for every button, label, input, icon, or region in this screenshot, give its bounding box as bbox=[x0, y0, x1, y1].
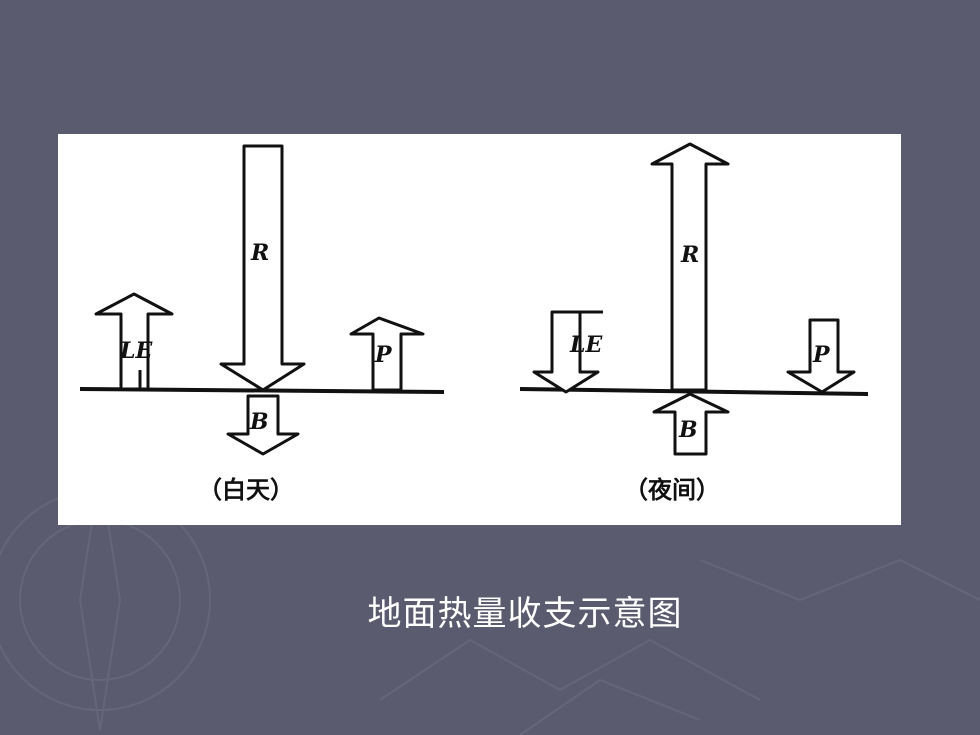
night-b-label: B bbox=[678, 417, 698, 443]
night-caption: （夜间） bbox=[624, 476, 720, 504]
heat-budget-figure: R LE P B （白天） R LE P B （夜间） bbox=[58, 134, 901, 525]
night-r-label: R bbox=[680, 242, 699, 268]
day-caption: （白天） bbox=[198, 476, 294, 504]
day-panel bbox=[79, 144, 445, 456]
night-b-arrow bbox=[652, 392, 730, 456]
day-p-arrow bbox=[349, 316, 425, 392]
night-p-arrow bbox=[786, 318, 856, 394]
heat-budget-diagram: R LE P B （白天） R LE P B （夜间） bbox=[79, 142, 869, 504]
day-r-label: R bbox=[250, 240, 269, 266]
day-le-label: LE bbox=[119, 338, 153, 364]
day-b-label: B bbox=[249, 409, 269, 435]
night-le-arrow bbox=[532, 310, 600, 394]
night-r-arrow bbox=[650, 142, 730, 392]
slide-caption: 地面热量收支示意图 bbox=[367, 594, 683, 634]
day-r-arrow bbox=[219, 144, 306, 392]
night-panel bbox=[519, 142, 869, 456]
night-le-label: LE bbox=[569, 332, 603, 358]
night-p-label: P bbox=[812, 342, 831, 368]
day-p-label: P bbox=[374, 342, 393, 368]
day-b-arrow bbox=[226, 394, 300, 456]
day-le-arrow bbox=[94, 292, 174, 391]
